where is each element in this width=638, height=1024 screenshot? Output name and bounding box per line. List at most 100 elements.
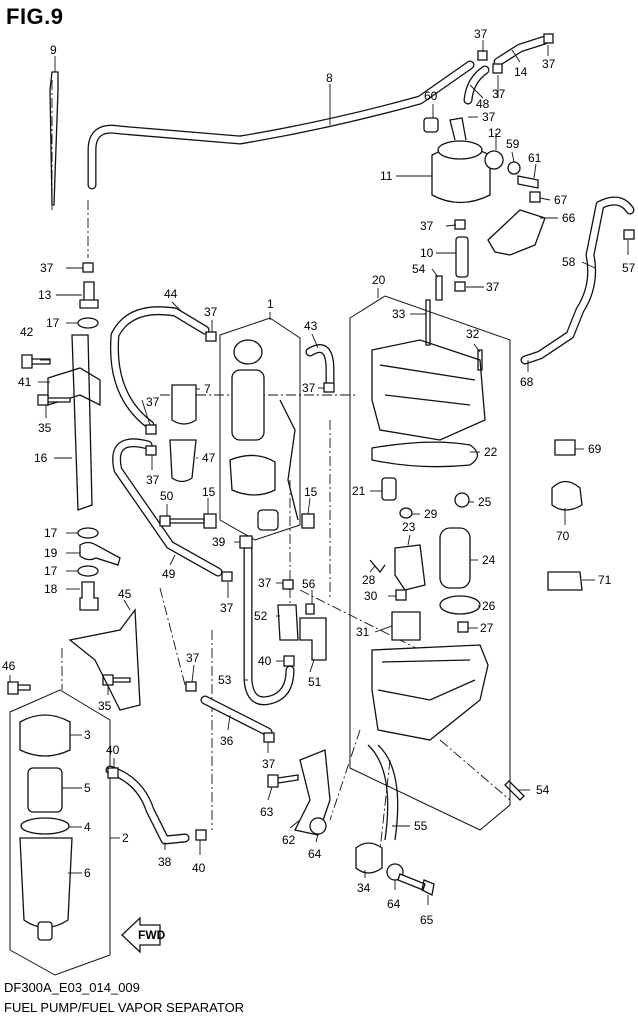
clip-37-h bbox=[323, 382, 335, 393]
label-31: 31 bbox=[356, 625, 370, 639]
label-37: 37 bbox=[40, 261, 54, 275]
o-ring-29 bbox=[399, 507, 413, 519]
bolt-35-b bbox=[102, 674, 131, 686]
label-58: 58 bbox=[562, 255, 576, 269]
label-70: 70 bbox=[556, 529, 570, 543]
plug-60 bbox=[423, 117, 439, 133]
label-22: 22 bbox=[484, 445, 498, 459]
label-69: 69 bbox=[588, 442, 602, 456]
label-19: 19 bbox=[44, 546, 58, 560]
label-40: 40 bbox=[192, 861, 206, 875]
clip-37-m bbox=[185, 681, 197, 692]
clip-37-j bbox=[145, 445, 157, 456]
label-42: 42 bbox=[20, 325, 34, 339]
cable-tie-9 bbox=[49, 71, 59, 206]
clamp-70 bbox=[551, 480, 583, 511]
label-15: 15 bbox=[202, 485, 216, 499]
clip-15-a bbox=[203, 513, 217, 529]
bracket-51 bbox=[299, 617, 327, 661]
parts bbox=[7, 33, 635, 954]
clip-37-k bbox=[221, 571, 233, 582]
label-65: 65 bbox=[420, 913, 434, 927]
clip-37-a bbox=[477, 50, 488, 61]
label-37: 37 bbox=[542, 57, 556, 71]
label-13: 13 bbox=[38, 288, 52, 302]
clip-37-b bbox=[492, 63, 503, 74]
screw-32 bbox=[477, 349, 483, 371]
label-28: 28 bbox=[362, 573, 376, 587]
label-15: 15 bbox=[304, 485, 318, 499]
clip-37-c bbox=[543, 33, 554, 44]
chamber-11-pipe bbox=[449, 117, 467, 141]
label-18: 18 bbox=[44, 582, 58, 596]
fuel-filter-box bbox=[9, 689, 111, 976]
label-64: 64 bbox=[387, 897, 401, 911]
label-54: 54 bbox=[412, 262, 426, 276]
hoses bbox=[87, 35, 635, 845]
cover-23 bbox=[394, 544, 426, 591]
bolt-42 bbox=[21, 354, 51, 369]
label-29: 29 bbox=[424, 507, 438, 521]
grommet-39 bbox=[239, 535, 253, 549]
grommet-12 bbox=[484, 150, 504, 170]
label-6: 6 bbox=[84, 866, 91, 880]
figure-title: FIG.9 bbox=[6, 4, 64, 29]
bracket-45 bbox=[68, 608, 141, 711]
label-37: 37 bbox=[420, 219, 434, 233]
label-40: 40 bbox=[106, 743, 120, 757]
clip-40-b bbox=[107, 767, 119, 779]
label-3: 3 bbox=[84, 728, 91, 742]
label-54: 54 bbox=[536, 783, 550, 797]
label-37: 37 bbox=[482, 110, 496, 124]
fwd-arrow bbox=[121, 916, 161, 954]
bolt-65 bbox=[397, 873, 435, 896]
pump-body bbox=[231, 369, 265, 441]
label-59: 59 bbox=[506, 137, 520, 151]
label-14: 14 bbox=[514, 65, 528, 79]
hose-58 bbox=[520, 196, 635, 365]
filter-drain bbox=[37, 921, 53, 941]
bolt-35-a bbox=[37, 394, 71, 406]
bolt-54-b bbox=[504, 780, 525, 801]
label-32: 32 bbox=[466, 327, 480, 341]
valve-21 bbox=[381, 477, 397, 501]
bolt-61 bbox=[517, 175, 539, 189]
label-39: 39 bbox=[212, 535, 226, 549]
label-20: 20 bbox=[372, 273, 386, 287]
clip-15-b bbox=[301, 513, 315, 529]
clip-40-c bbox=[195, 829, 207, 841]
collar-64-a bbox=[309, 817, 327, 835]
label-35: 35 bbox=[38, 421, 52, 435]
label-61: 61 bbox=[528, 151, 542, 165]
ring-25 bbox=[454, 492, 470, 508]
figure-caption: FUEL PUMP/FUEL VAPOR SEPARATOR bbox=[4, 1000, 245, 1015]
bracket-66 bbox=[487, 209, 546, 256]
label-38: 38 bbox=[158, 855, 172, 869]
vapor-separator-box bbox=[349, 295, 511, 831]
label-60: 60 bbox=[424, 89, 438, 103]
label-56: 56 bbox=[302, 577, 316, 591]
label-37: 37 bbox=[204, 305, 218, 319]
screw-56 bbox=[305, 603, 315, 615]
clip-37-i bbox=[145, 424, 157, 435]
clip-37-e bbox=[454, 219, 466, 230]
label-17: 17 bbox=[44, 564, 58, 578]
clamp-71 bbox=[547, 571, 583, 591]
label-64: 64 bbox=[308, 847, 322, 861]
label-37: 37 bbox=[258, 576, 272, 590]
grommet-34 bbox=[355, 842, 383, 874]
label-43: 43 bbox=[304, 319, 318, 333]
hose-10 bbox=[455, 236, 469, 278]
pump-strap bbox=[229, 454, 276, 496]
bolt-67 bbox=[529, 191, 541, 203]
separator-bowl-detail bbox=[377, 659, 476, 701]
label-44: 44 bbox=[164, 287, 178, 301]
fitting-13 bbox=[79, 281, 99, 309]
part-labels: 9 8 37 37 14 48 37 60 37 12 59 61 11 67 … bbox=[2, 27, 636, 942]
pump-regulator bbox=[233, 339, 263, 365]
label-4: 4 bbox=[84, 820, 91, 834]
bolt-54-a bbox=[435, 275, 443, 301]
clip-37-l bbox=[282, 579, 294, 590]
holder-26 bbox=[439, 595, 481, 615]
pump-filter bbox=[257, 509, 279, 531]
